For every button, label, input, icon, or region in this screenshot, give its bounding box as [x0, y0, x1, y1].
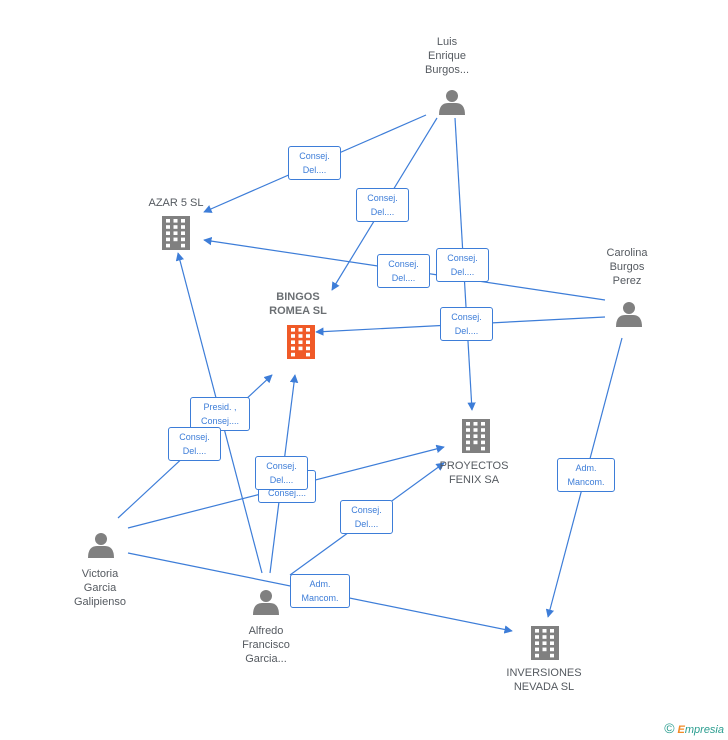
edge-label-line: Adm.	[309, 579, 331, 589]
edge-label-e10[interactable]: Consej. Del....	[255, 456, 308, 490]
building-icon[interactable]	[531, 626, 559, 660]
edge-label-line: Del....	[370, 207, 395, 217]
copyright-icon: ©	[664, 720, 675, 736]
node-label-carolina[interactable]: Carolina Burgos Perez	[592, 246, 662, 288]
node-label-line: NEVADA SL	[513, 681, 575, 693]
edge-label-e3[interactable]: Consej. Del....	[436, 248, 489, 282]
node-label-azar[interactable]: AZAR 5 SL	[136, 196, 216, 210]
edge-label-line: Consej.	[266, 461, 297, 471]
edge-label-e6[interactable]: Adm. Mancom.	[557, 458, 615, 492]
node-label-bingos[interactable]: BINGOS ROMEA SL	[258, 290, 338, 318]
edge-label-line: Consej....	[267, 488, 307, 498]
edge-label-line: Del....	[302, 165, 327, 175]
edge-label-e12[interactable]: Adm. Mancom.	[290, 574, 350, 608]
edge-label-line: Consej....	[200, 416, 240, 426]
node-label-inversiones[interactable]: INVERSIONES NEVADA SL	[496, 666, 592, 694]
node-label-line: Victoria	[81, 568, 119, 580]
node-label-proyectos[interactable]: PROYECTOS FENIX SA	[432, 459, 516, 487]
node-label-line: PROYECTOS	[439, 460, 509, 472]
edge-label-line: Del....	[454, 326, 479, 336]
edge-label-line: Consej.	[179, 432, 210, 442]
node-label-victoria[interactable]: Victoria Garcia Galipienso	[60, 567, 140, 609]
building-icon[interactable]	[287, 325, 315, 359]
node-label-line: Galipienso	[74, 596, 126, 608]
footer-brand: ©Empresia	[664, 720, 724, 736]
edge-label-e2[interactable]: Consej. Del....	[356, 188, 409, 222]
edge-label-line: Consej.	[351, 505, 382, 515]
nodes-layer	[88, 90, 642, 660]
node-label-line: Alfredo	[248, 625, 284, 637]
brand-logo: Empresia	[678, 724, 724, 736]
person-icon[interactable]	[439, 90, 465, 115]
node-label-line: AZAR 5 SL	[148, 197, 204, 209]
brand-rest: mpresia	[684, 724, 724, 736]
node-label-line: Perez	[612, 275, 642, 287]
node-label-line: FENIX SA	[448, 474, 500, 486]
node-label-line: Carolina	[606, 247, 648, 259]
edge-label-e4[interactable]: Consej. Del....	[377, 254, 430, 288]
node-label-line: Burgos...	[424, 64, 470, 76]
edge-label-e1[interactable]: Consej. Del....	[288, 146, 341, 180]
person-icon[interactable]	[253, 590, 279, 615]
edge-label-line: Mancom.	[567, 477, 605, 487]
building-icon[interactable]	[462, 419, 490, 453]
building-icon[interactable]	[162, 216, 190, 250]
edge-label-line: Presid. ,	[203, 402, 237, 412]
edge-label-line: Consej.	[367, 193, 398, 203]
edge-label-e11[interactable]: Consej. Del....	[340, 500, 393, 534]
edge-label-line: Del....	[391, 273, 416, 283]
node-label-line: INVERSIONES	[506, 667, 582, 679]
node-label-line: BINGOS	[276, 291, 320, 303]
edge-label-line: Consej.	[299, 151, 330, 161]
edge-label-line: Consej.	[447, 253, 478, 263]
edge-label-line: Consej.	[451, 312, 482, 322]
node-label-line: Garcia	[83, 582, 117, 594]
edge-label-e7[interactable]: Presid. , Consej....	[190, 397, 250, 431]
edge-label-line: Consej.	[388, 259, 419, 269]
brand-initial: E	[677, 724, 685, 736]
person-icon[interactable]	[88, 533, 114, 558]
node-label-line: Garcia...	[245, 653, 287, 665]
edge-label-line: Del....	[450, 267, 475, 277]
edge-label-line: Del....	[182, 446, 207, 456]
node-label-line: Enrique	[428, 50, 466, 62]
node-label-alfredo[interactable]: Alfredo Francisco Garcia...	[226, 624, 306, 666]
node-label-luis[interactable]: Luis Enrique Burgos...	[410, 35, 484, 77]
edge-label-e8[interactable]: Consej. Del....	[168, 427, 221, 461]
edge-label-line: Del....	[354, 519, 379, 529]
node-label-line: Francisco	[242, 639, 290, 651]
person-icon[interactable]	[616, 302, 642, 327]
node-label-line: Burgos	[609, 261, 645, 273]
edge-label-e5[interactable]: Consej. Del....	[440, 307, 493, 341]
edge-label-line: Mancom.	[301, 593, 339, 603]
edge-label-line: Adm.	[575, 463, 597, 473]
node-label-line: Luis	[436, 36, 458, 48]
node-label-line: ROMEA SL	[269, 305, 327, 317]
edge-label-line: Del....	[269, 475, 294, 485]
